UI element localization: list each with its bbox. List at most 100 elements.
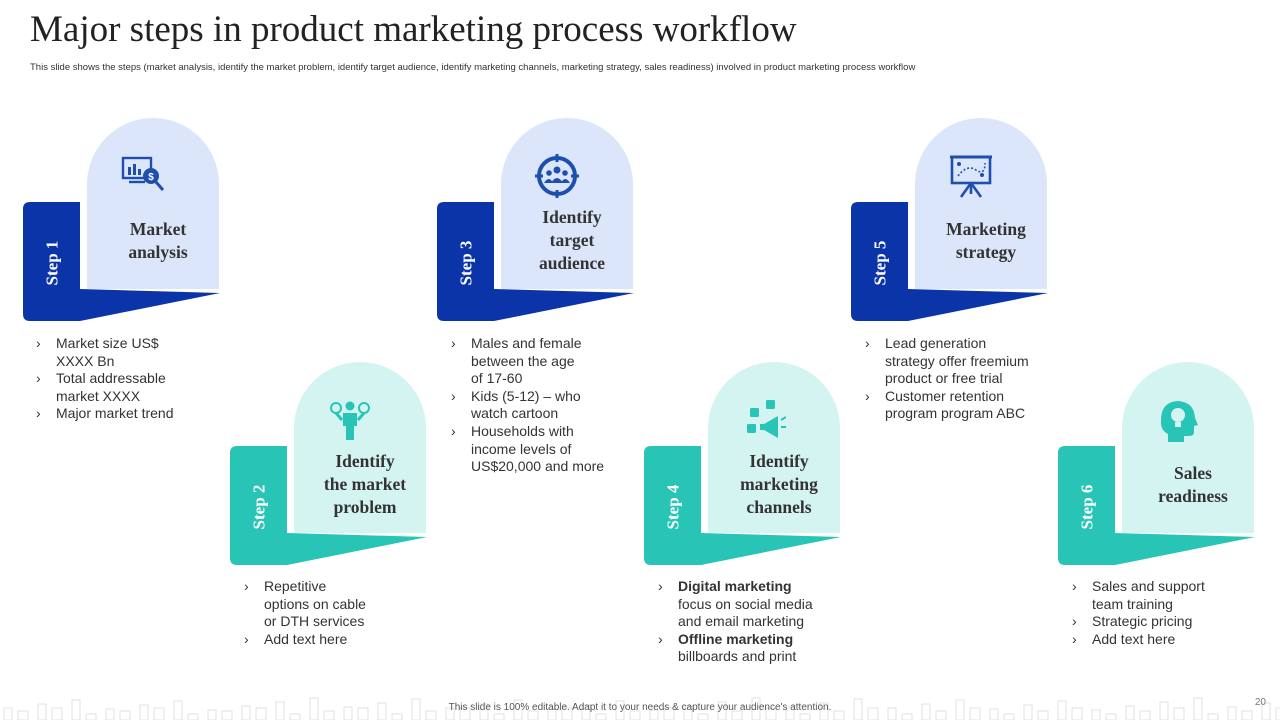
step-title-line: problem: [333, 497, 397, 517]
step-title-line: target: [549, 230, 595, 250]
bullet-text: strategy offer freemium: [885, 352, 1029, 369]
bullet-chevron-icon: ›: [451, 335, 456, 351]
step-label-text: Step 4: [663, 484, 682, 530]
bullet-text: between the age: [471, 352, 575, 369]
bullet-text: Market size US$: [56, 335, 159, 351]
step-card-shape: [851, 118, 1048, 321]
bullet-text: Males and female: [471, 335, 582, 351]
bullet-text: Lead generation: [885, 335, 987, 351]
decorative-footer-pattern: [3, 697, 1280, 720]
step-title-line: Sales: [1174, 463, 1212, 483]
page-number: 20: [1254, 697, 1266, 708]
bullet-chevron-icon: ›: [865, 335, 870, 351]
step-card-shape: [437, 118, 634, 321]
bullet-chevron-icon: ›: [1072, 630, 1077, 647]
bullet-text: Customer retention: [885, 387, 1005, 404]
step-label: Step 1: [23, 203, 81, 323]
bullet-text: watch cartoon: [471, 405, 559, 422]
bullet-chevron-icon: ›: [36, 405, 41, 422]
step-title-line: analysis: [128, 242, 188, 262]
step-card-shape: [1058, 362, 1255, 565]
step-card-3: Step 3 Identify target audience: [437, 118, 637, 323]
bullet-text: and email marketing: [678, 613, 805, 630]
target-audience-icon: [535, 154, 579, 198]
bullet-text: XXXX Bn: [56, 352, 115, 369]
slide-title: Major steps in product marketing process…: [30, 9, 797, 50]
bullet-text: billboards and print: [678, 648, 797, 665]
bullet-item: › Market size US$XXXX Bn: [36, 335, 173, 370]
bullet-text: Total addressable: [56, 370, 166, 387]
footer-note: This slide is 100% editable. Adapt it to…: [448, 702, 832, 713]
bullet-text: market XXXX: [56, 387, 141, 404]
bullet-chevron-icon: ›: [1072, 578, 1077, 594]
step-card-shape: [644, 362, 841, 565]
bullet-item: › Major market trend: [36, 405, 173, 423]
bullet-text: Add text here: [1092, 630, 1176, 647]
step-title-line: channels: [746, 497, 812, 517]
bullet-text: Households with: [471, 422, 574, 439]
step-title-line: audience: [538, 253, 606, 273]
step-label: Step 4: [644, 447, 702, 567]
step-1-bullet-list: ›Market size US$XXXX Bn›Total addressabl…: [36, 335, 173, 423]
step-card-5: Step 5 Marketing strategy: [851, 118, 1051, 323]
bullet-text: Major market trend: [56, 405, 174, 422]
step-label: Step 5: [851, 203, 909, 323]
analytics-search-icon: $: [121, 156, 165, 191]
step-title-line: Identify: [335, 451, 395, 471]
bullet-text: team training: [1092, 595, 1173, 612]
step-title-line: Identify: [542, 207, 602, 227]
bullet-text: US$20,000 and more: [471, 458, 605, 475]
bullet-chevron-icon: ›: [1072, 613, 1077, 630]
step-label-text: Step 3: [456, 240, 475, 286]
bullet-text: focus on social media: [678, 595, 813, 612]
bullet-text: income levels of: [471, 440, 572, 457]
step-label-text: Step 1: [42, 240, 61, 286]
bullet-chevron-icon: ›: [244, 578, 249, 594]
step-label: Step 2: [230, 447, 288, 567]
head-lightbulb-icon: [1160, 401, 1198, 442]
bullet-item: ›Strategic pricing: [1072, 613, 1205, 631]
svg-text:$: $: [148, 172, 154, 183]
bullet-text: Add text here: [264, 630, 348, 647]
step-title: Identify marketing channels: [708, 450, 850, 519]
step-title-line: Marketing: [946, 219, 1026, 239]
step-label: Step 3: [437, 203, 495, 323]
bullet-item: › Add text here: [244, 631, 366, 649]
step-title-line: strategy: [955, 242, 1017, 262]
bullet-item: › Add text here: [1072, 631, 1205, 649]
bullet-chevron-icon: ›: [244, 630, 249, 647]
social-megaphone-icon: [747, 400, 786, 438]
step-card-shape: [23, 118, 220, 321]
bullet-heading: Digital marketing: [678, 578, 792, 594]
step-label-text: Step 6: [1077, 484, 1096, 530]
bullet-chevron-icon: ›: [451, 422, 456, 439]
step-card-4: Step 4 Identify marketing channels: [644, 362, 844, 567]
step-title-line: readiness: [1158, 486, 1228, 506]
bullet-heading: Offline marketing: [678, 630, 794, 647]
step-title-line: marketing: [740, 474, 818, 494]
step-label-text: Step 2: [249, 484, 268, 530]
bullet-chevron-icon: ›: [36, 335, 41, 351]
bullet-chevron-icon: ›: [658, 630, 663, 647]
step-title: Marketing strategy: [915, 218, 1057, 264]
bullet-chevron-icon: ›: [451, 387, 456, 404]
step-card-6: Step 6 Sales readiness: [1058, 362, 1258, 567]
step-title-line: Identify: [749, 451, 809, 471]
